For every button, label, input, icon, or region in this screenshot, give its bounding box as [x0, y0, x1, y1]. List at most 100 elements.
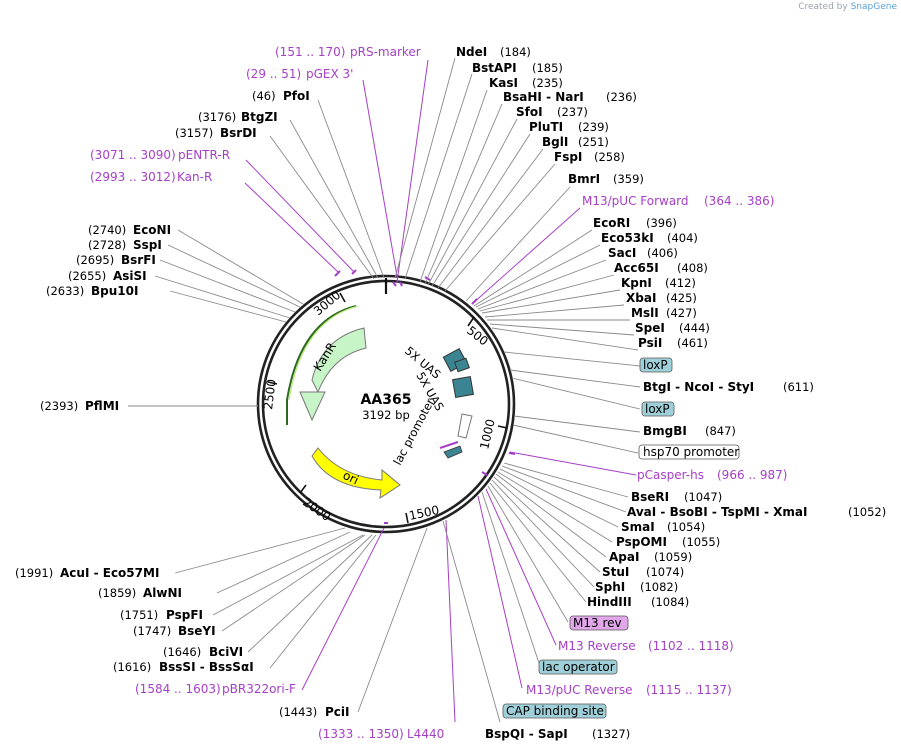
label-btgi: BtgI - NcoI - StyI (611)	[643, 380, 814, 394]
svg-text:(611): (611)	[783, 380, 814, 394]
svg-text:KasI: KasI	[489, 76, 518, 90]
svg-text:(1074): (1074)	[646, 565, 684, 579]
label-kpni: KpnI (412)	[621, 276, 696, 290]
svg-text:KpnI: KpnI	[621, 276, 652, 290]
svg-text:(1747): (1747)	[133, 624, 171, 638]
svg-text:(258): (258)	[594, 150, 625, 164]
svg-text:(3157): (3157)	[175, 126, 213, 140]
svg-text:BseRI: BseRI	[631, 490, 669, 504]
svg-text:BspQI - SapI: BspQI - SapI	[485, 727, 568, 741]
label-bsrdi: (3157)BsrDI	[175, 126, 257, 140]
svg-text:pENTR-R: pENTR-R	[178, 148, 230, 162]
feature-ori-label: ori	[341, 468, 361, 487]
svg-text:StuI: StuI	[602, 565, 629, 579]
feature-ori[interactable]: ori	[311, 447, 401, 500]
svg-text:(1055): (1055)	[682, 535, 720, 549]
label-fspi: FspI (258)	[554, 150, 625, 164]
label-m13-reverse: M13 Reverse(1102 .. 1118)	[558, 639, 734, 653]
label-prs-marker: (151 .. 170) pRS-marker	[275, 45, 421, 59]
label-bsahi: BsaHI - NarI(236)	[503, 90, 637, 104]
svg-text:(235): (235)	[532, 76, 563, 90]
label-bsssi: (1616) BssSI - BssSαI	[113, 660, 254, 674]
svg-text:(408): (408)	[677, 261, 708, 275]
label-m13-puc-forward: M13/pUC Forward (364 .. 386)	[582, 194, 774, 208]
svg-text:(1047): (1047)	[684, 490, 722, 504]
label-pgex-3: (29 .. 51)pGEX 3'	[246, 67, 353, 81]
svg-text:(46): (46)	[252, 89, 276, 103]
svg-text:FspI: FspI	[554, 150, 582, 164]
label-hsp70-promoter: hsp70 promoter	[638, 444, 740, 460]
label-econi: (2740)EcoNI	[88, 223, 171, 237]
svg-text:PfoI: PfoI	[283, 89, 310, 103]
svg-text:(185): (185)	[532, 61, 563, 75]
svg-text:M13 rev: M13 rev	[573, 616, 622, 630]
svg-text:(412): (412)	[665, 276, 696, 290]
svg-text:(151 .. 170): (151 .. 170)	[275, 45, 345, 59]
label-smai: SmaI(1054)	[621, 520, 705, 534]
label-bgli: BglI(251)	[542, 135, 609, 149]
snapgene-credit: Created by SnapGene	[798, 2, 897, 12]
svg-text:(1859): (1859)	[98, 586, 136, 600]
svg-text:hsp70 promoter: hsp70 promoter	[643, 445, 739, 459]
svg-text:(2655): (2655)	[68, 269, 106, 283]
svg-text:(1616): (1616)	[113, 660, 151, 674]
svg-text:SpeI: SpeI	[635, 321, 665, 335]
svg-text:Kan-R: Kan-R	[177, 170, 212, 184]
label-ecori: EcoRI(396)	[593, 216, 677, 230]
svg-text:SfoI: SfoI	[516, 105, 543, 119]
snapgene-logo: SnapGene	[850, 2, 897, 12]
label-apai: ApaI(1059)	[609, 550, 692, 564]
svg-text:pCasper-hs: pCasper-hs	[637, 468, 704, 482]
svg-text:M13 Reverse: M13 Reverse	[558, 639, 636, 653]
svg-text:(461): (461)	[677, 336, 708, 350]
svg-text:(184): (184)	[500, 45, 531, 59]
svg-text:ApaI: ApaI	[609, 550, 639, 564]
svg-text:EcoRI: EcoRI	[593, 216, 630, 230]
label-bmgbi: BmgBI(847)	[643, 424, 736, 438]
tick-1000: 1000	[477, 418, 498, 451]
svg-text:(406): (406)	[647, 246, 678, 260]
svg-text:PspOMI: PspOMI	[616, 535, 667, 549]
svg-text:SspI: SspI	[133, 238, 162, 252]
svg-text:BglI: BglI	[542, 135, 568, 149]
label-pcii: (1443)PciI	[279, 705, 350, 719]
svg-text:Bpu10I: Bpu10I	[91, 284, 138, 298]
svg-text:BtgZI: BtgZI	[241, 110, 278, 124]
label-btgzi: (3176)BtgZI	[198, 110, 278, 124]
svg-text:(427): (427)	[666, 306, 697, 320]
svg-text:(239): (239)	[578, 120, 609, 134]
svg-text:SacI: SacI	[608, 246, 636, 260]
svg-text:BtgI - NcoI - StyI: BtgI - NcoI - StyI	[643, 380, 754, 394]
svg-text:pRS-marker: pRS-marker	[350, 45, 421, 59]
svg-text:(404): (404)	[667, 231, 698, 245]
svg-text:HindIII: HindIII	[587, 595, 632, 609]
svg-text:SmaI: SmaI	[621, 520, 655, 534]
svg-text:(359): (359)	[613, 172, 644, 186]
svg-text:M13/pUC Reverse: M13/pUC Reverse	[526, 683, 633, 697]
svg-text:(364 .. 386): (364 .. 386)	[704, 194, 774, 208]
svg-text:BciVI: BciVI	[209, 645, 243, 659]
label-xbai: XbaI(425)	[626, 291, 697, 305]
svg-text:(1333 .. 1350): (1333 .. 1350)	[318, 727, 404, 741]
label-bmri: BmrI(359)	[568, 172, 644, 186]
label-connectors	[128, 57, 641, 723]
label-hindiii: HindIII (1084)	[587, 595, 689, 609]
svg-text:CAP binding site: CAP binding site	[506, 704, 604, 718]
svg-text:(1082): (1082)	[640, 580, 678, 594]
svg-text:M13/pUC Forward: M13/pUC Forward	[582, 194, 689, 208]
svg-text:(2633): (2633)	[46, 284, 84, 298]
svg-text:(1084): (1084)	[651, 595, 689, 609]
svg-text:(3071 .. 3090): (3071 .. 3090)	[90, 148, 176, 162]
svg-text:(444): (444)	[679, 321, 710, 335]
label-sphi: SphI(1082)	[595, 580, 678, 594]
feature-kanr[interactable]: KanR	[286, 305, 367, 425]
svg-text:AvaI - BsoBI - TspMI - XmaI: AvaI - BsoBI - TspMI - XmaI	[627, 505, 807, 519]
svg-text:(2695): (2695)	[76, 253, 114, 267]
label-m13-puc-reverse: M13/pUC Reverse(1115 .. 1137)	[526, 683, 732, 697]
label-msli: MslI (427)	[631, 306, 697, 320]
svg-text:BssSI - BssSαI: BssSI - BssSαI	[159, 660, 254, 674]
svg-text:MslI: MslI	[631, 306, 659, 320]
label-bspqi: BspQI - SapI(1327)	[485, 727, 630, 741]
label-saci: SacI (406)	[608, 246, 678, 260]
